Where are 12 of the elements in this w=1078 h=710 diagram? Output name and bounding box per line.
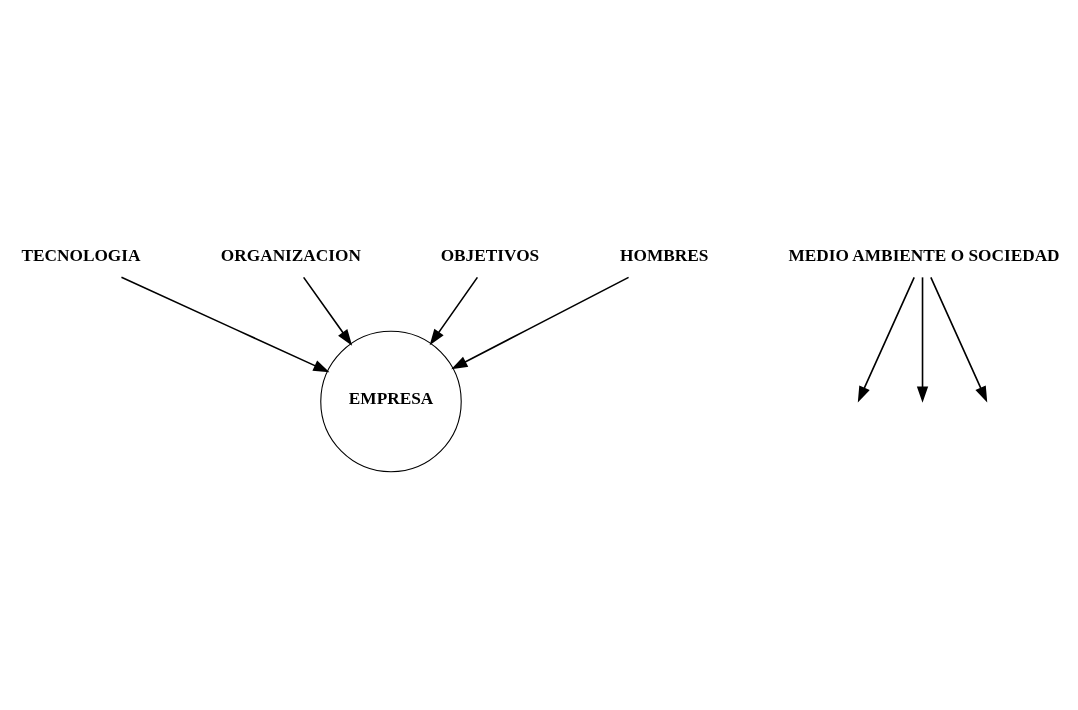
arrow: [429, 276, 479, 346]
node-text: TECNOLOGIA: [21, 245, 141, 265]
node-text: MEDIO AMBIENTE O SOCIEDAD: [788, 245, 1060, 265]
node-text: ORGANIZACION: [220, 245, 361, 265]
arrow: [120, 276, 330, 373]
arrow: [302, 276, 353, 346]
arrow: [930, 276, 988, 403]
arrow: [916, 276, 929, 403]
node-text: HOMBRES: [620, 245, 709, 265]
node-text: OBJETIVOS: [440, 245, 540, 265]
arrow: [451, 276, 630, 370]
arrow: [857, 276, 915, 403]
